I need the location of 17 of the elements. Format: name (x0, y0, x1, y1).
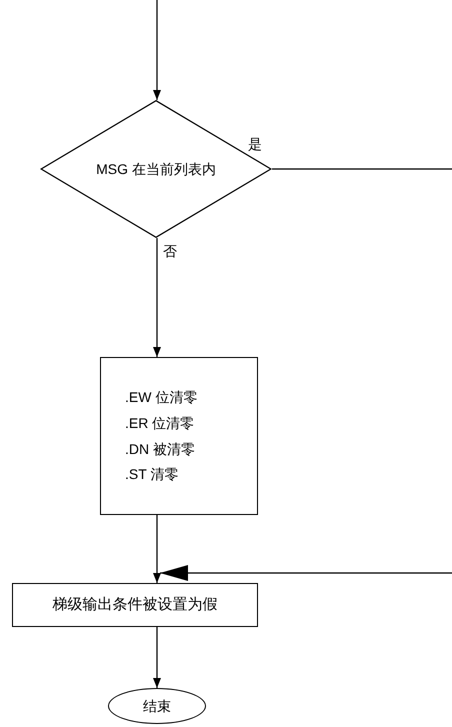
arrow (160, 565, 452, 581)
edge-label: 是 (247, 136, 263, 153)
process-box (100, 357, 258, 515)
process-box (12, 583, 258, 627)
node-text: 梯级输出条件被设置为假 (52, 596, 218, 614)
arrow (153, 627, 161, 688)
node-text: 结束 (143, 698, 171, 714)
arrow (153, 515, 161, 583)
node-text: .ER 位清零 (125, 414, 194, 432)
decision-diamond (40, 100, 272, 238)
node-text: .ST 清零 (125, 466, 178, 484)
node-text: MSG 在当前列表内 (96, 160, 216, 178)
arrow (153, 238, 161, 357)
node-text: .DN 被清零 (125, 440, 195, 458)
edge-label: 否 (162, 243, 178, 260)
arrow (153, 0, 161, 100)
node-text: .EW 位清零 (125, 388, 198, 406)
